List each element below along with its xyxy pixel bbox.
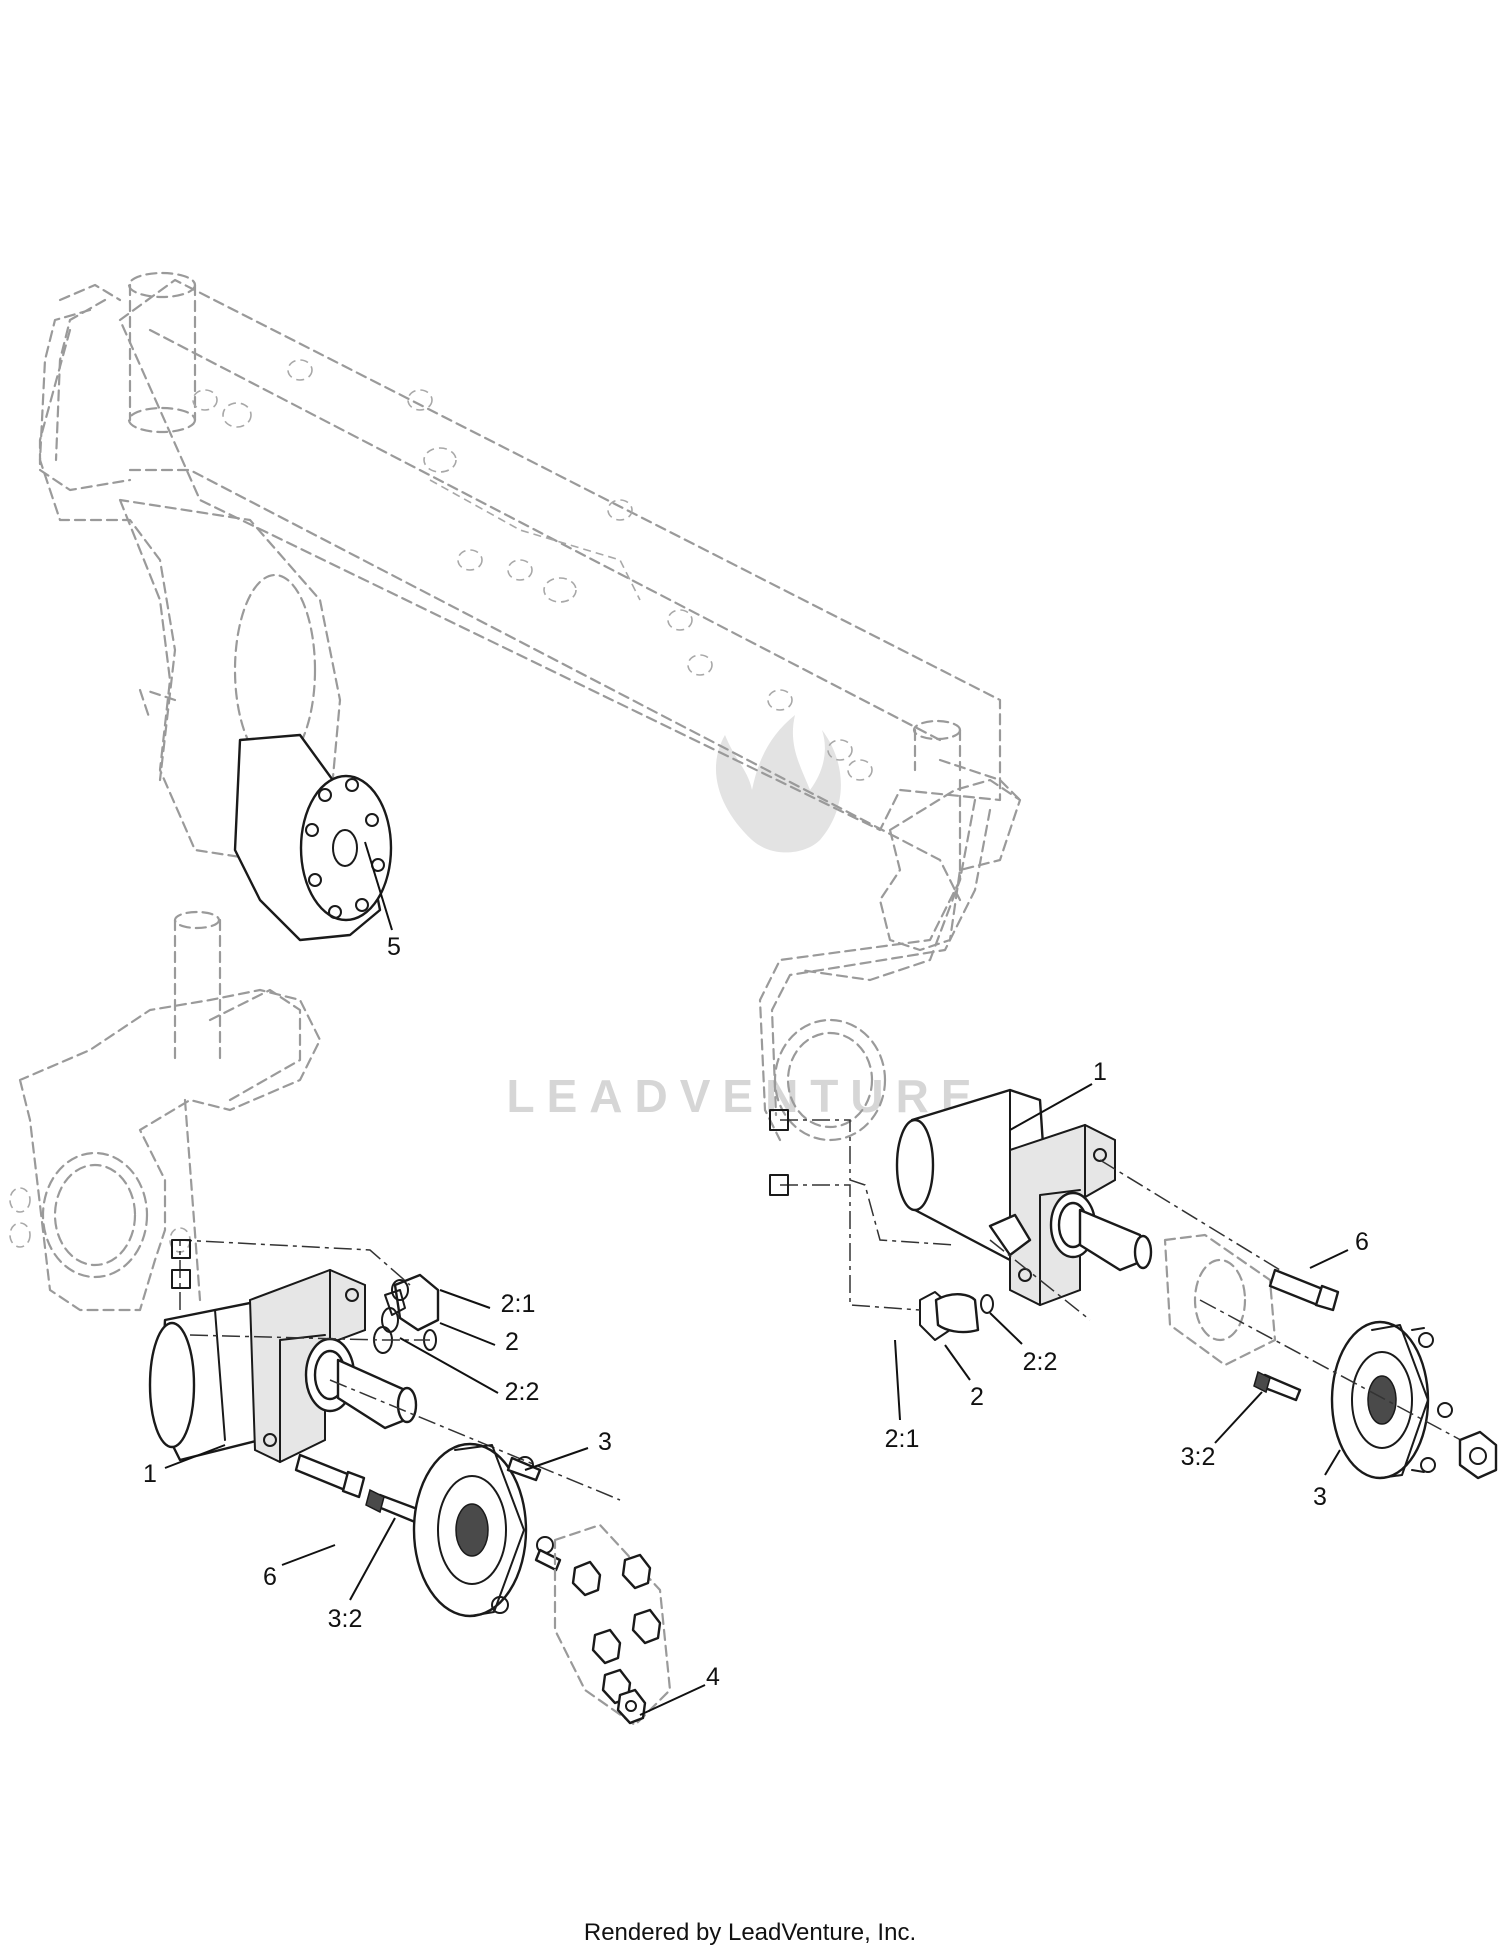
callout-3-2-left: 3:2 — [328, 1605, 363, 1633]
callout-5: 5 — [387, 933, 401, 961]
steering-motor-5 — [233, 733, 393, 942]
callout-2-1-right: 2:1 — [885, 1425, 920, 1453]
callout-1-right: 1 — [1093, 1058, 1107, 1086]
callout-3-right: 3 — [1313, 1483, 1327, 1511]
flame-icon — [715, 715, 841, 853]
callout-2-1-left: 2:1 — [501, 1290, 536, 1318]
callout-labels: 5 1 6 2:2 2 2:1 3:2 3 2:1 2 2:2 3 1 6 3:… — [143, 933, 1369, 1691]
watermark-text: LEADVENTURE — [506, 1070, 983, 1122]
callout-3-left: 3 — [598, 1428, 612, 1456]
axle-frame-ghost — [9, 271, 1022, 1312]
callout-6-left: 6 — [263, 1563, 277, 1591]
right-wheel-motor-assembly — [769, 1088, 1498, 1480]
callout-3-2-right: 3:2 — [1181, 1443, 1216, 1471]
watermark: LEADVENTURE — [506, 715, 983, 1122]
leader-lines — [164, 841, 1349, 1716]
callout-4: 4 — [706, 1663, 720, 1691]
callout-2-right: 2 — [970, 1383, 984, 1411]
callout-2-2-right: 2:2 — [1023, 1348, 1058, 1376]
render-credit: Rendered by LeadVenture, Inc. — [584, 1919, 916, 1946]
callout-6-right: 6 — [1355, 1228, 1369, 1256]
callout-2-left: 2 — [505, 1328, 519, 1356]
callout-2-2-left: 2:2 — [505, 1378, 540, 1406]
left-wheel-motor-assembly — [148, 1239, 672, 1727]
callout-1-left: 1 — [143, 1460, 157, 1488]
